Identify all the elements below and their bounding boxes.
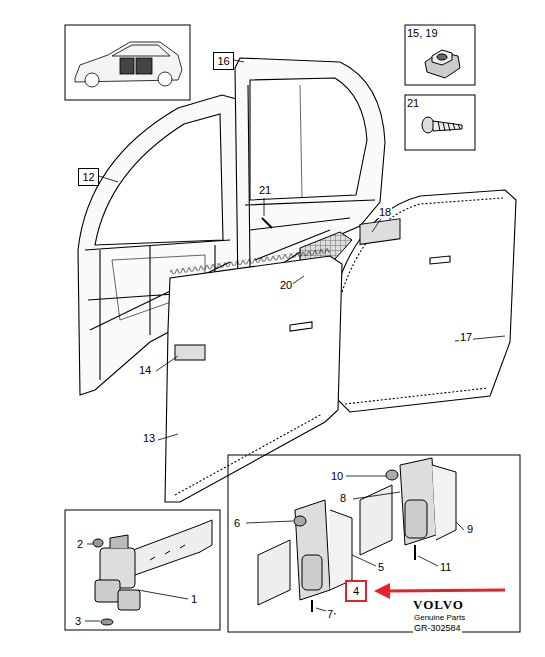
callout-number: 7 <box>326 608 334 620</box>
callout-number: 6 <box>233 517 241 529</box>
callout-number: 15, 19 <box>407 27 473 39</box>
door-check-strap <box>93 520 212 625</box>
brand-text: VOLVO <box>412 598 465 612</box>
callout-number: 5 <box>377 561 385 573</box>
car-thumbnail <box>75 42 182 87</box>
sticker-18 <box>360 219 400 245</box>
callout-number: 21 <box>258 184 272 196</box>
callout-number: 11 <box>439 561 452 573</box>
callout-number: 14 <box>138 364 152 376</box>
callout-number: 2 <box>76 538 84 550</box>
callout-number: 18 <box>378 206 392 218</box>
inset-box: 15, 19 <box>407 27 473 83</box>
callout-number: 17 <box>459 331 473 343</box>
callout-box: 12 <box>78 168 99 186</box>
red-arrow <box>374 583 505 599</box>
callout-number: 16 <box>217 55 229 67</box>
callout-number: 10 <box>330 470 344 482</box>
callout-box: 16 <box>213 52 234 70</box>
callout-number: 13 <box>142 432 156 444</box>
hinge-upper <box>360 458 456 560</box>
hinge-lower <box>258 500 352 612</box>
inset-box: 21 <box>407 97 473 148</box>
screw-icon <box>422 117 462 133</box>
callout-number: 4 <box>353 585 359 597</box>
inset-frame <box>228 455 520 632</box>
inset-frame <box>405 25 475 85</box>
thumbnail-frame <box>65 25 190 100</box>
brand-text: GR-302584 <box>413 623 462 633</box>
callout-number: 12 <box>82 171 94 183</box>
callout-box: 4 <box>345 580 367 602</box>
leader-lines <box>85 60 505 621</box>
callout-number: 1 <box>190 593 198 605</box>
nut-icon <box>425 50 460 78</box>
bolt <box>262 218 272 228</box>
inset-frame <box>65 510 220 630</box>
callout-number: 21 <box>407 97 473 109</box>
front-door-skin <box>165 248 342 502</box>
inset-frame <box>405 95 475 150</box>
brand-text: Genuine Parts <box>413 613 466 622</box>
sticker-14 <box>175 345 205 360</box>
callout-number: 8 <box>339 492 347 504</box>
callout-number: 9 <box>466 523 474 535</box>
callout-number: 3 <box>74 615 82 627</box>
callout-number: 20 <box>279 279 293 291</box>
rear-door-skin <box>335 190 516 412</box>
